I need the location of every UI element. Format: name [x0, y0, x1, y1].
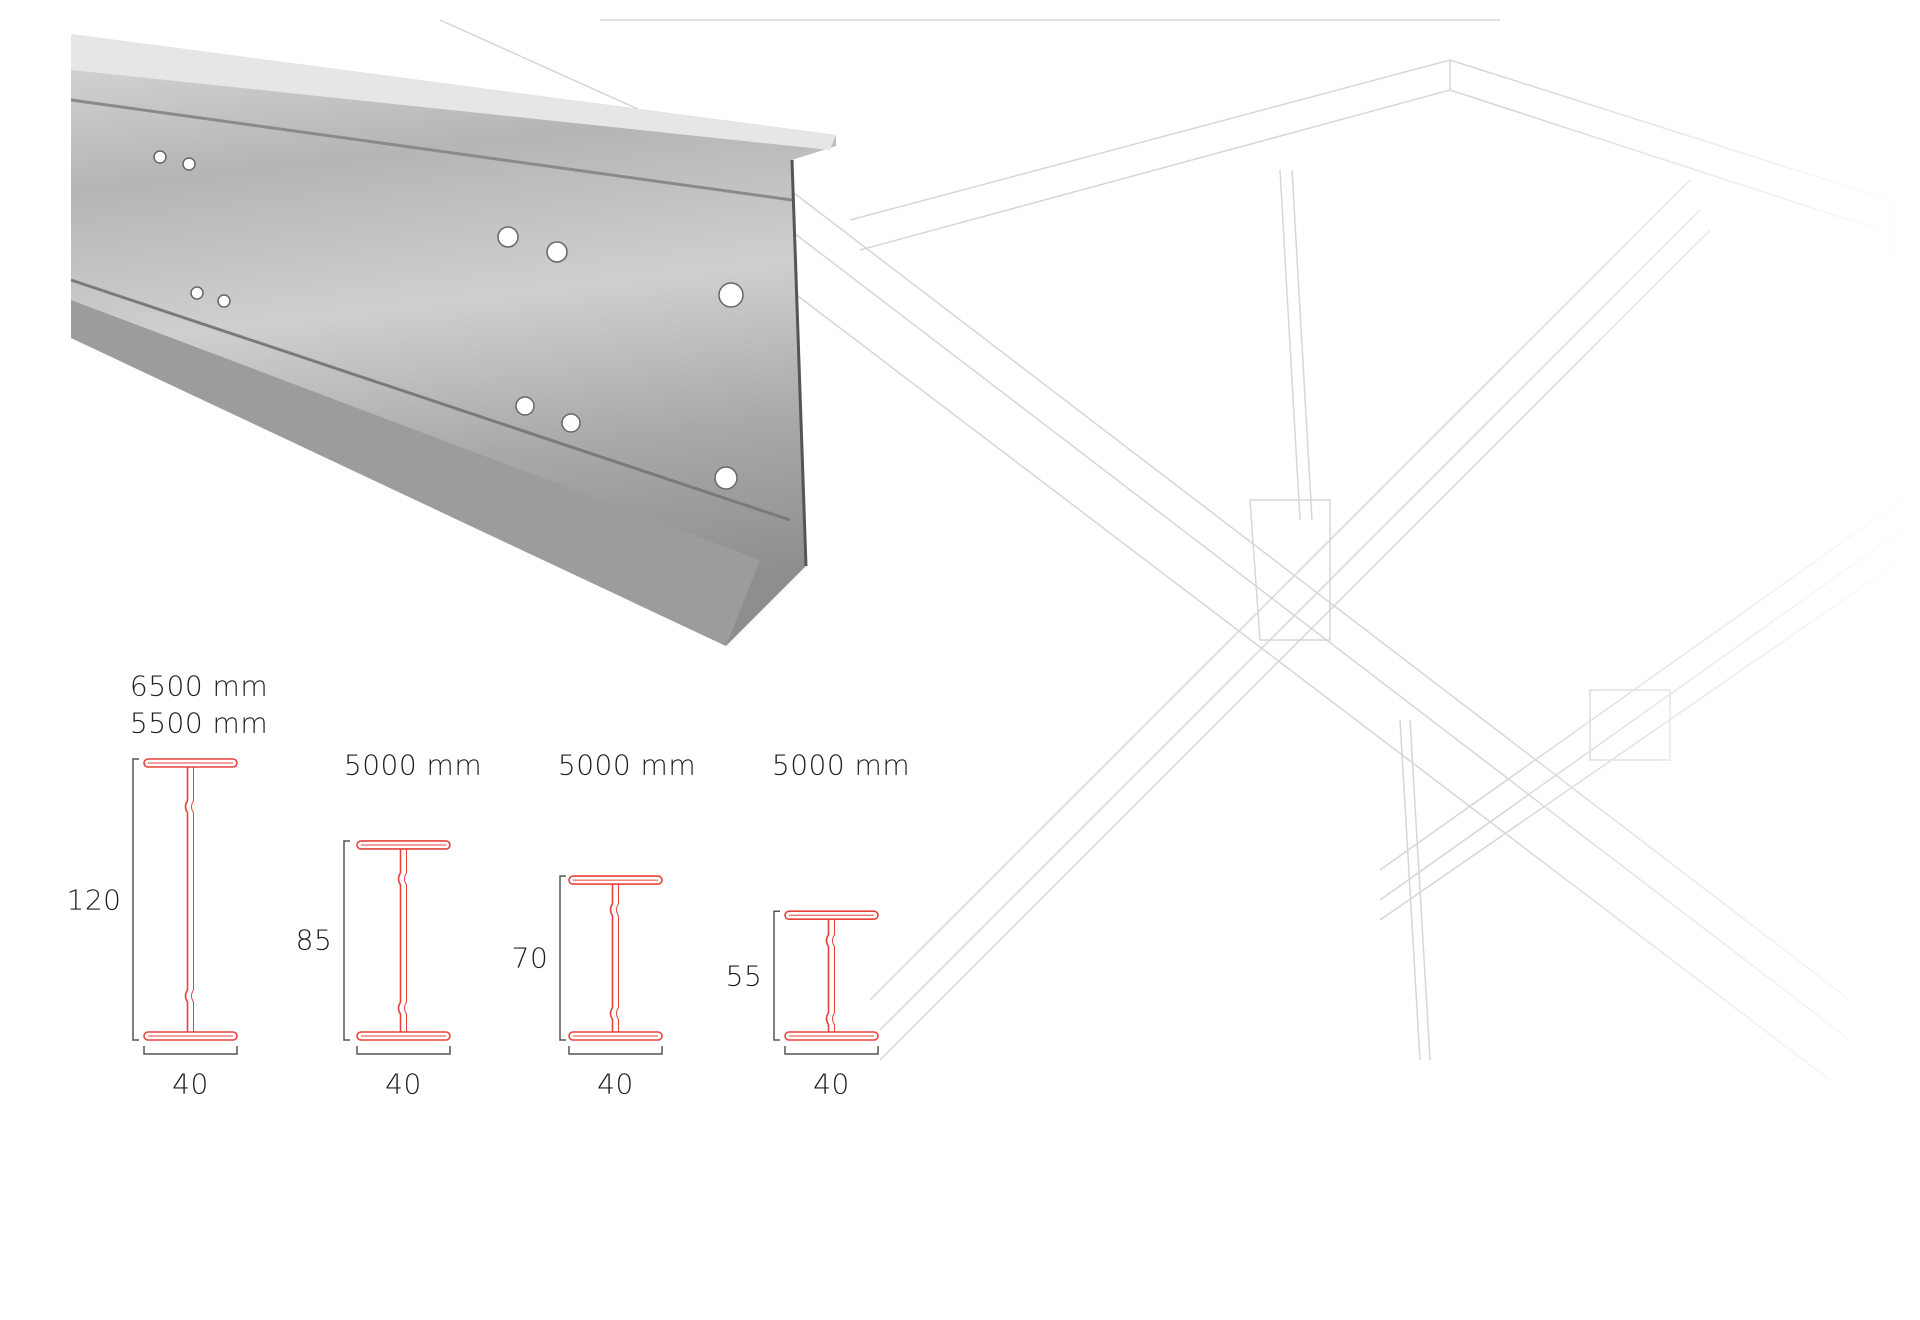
- web: [609, 884, 614, 1032]
- top-flange: [356, 840, 451, 850]
- height-dimension-line: [132, 758, 139, 1041]
- web-inner-line: [191, 767, 194, 1032]
- length-label: 5500 mm: [129, 706, 269, 740]
- length-label: 6500 mm: [129, 669, 269, 703]
- width-dimension-line: [356, 1046, 451, 1055]
- width-dimension-line: [784, 1046, 879, 1055]
- height-label: 70: [511, 941, 549, 975]
- bottom-flange: [356, 1031, 451, 1041]
- top-flange: [143, 758, 238, 768]
- width-label: 40: [172, 1067, 209, 1101]
- height-label: 55: [725, 959, 763, 993]
- top-flange: [568, 875, 663, 885]
- width-label: 40: [813, 1067, 850, 1101]
- steel-profile-photo: [70, 34, 836, 646]
- top-flange: [784, 910, 879, 921]
- height-label: 85: [295, 923, 333, 957]
- web: [184, 767, 189, 1032]
- bottom-flange: [784, 1031, 879, 1041]
- length-label: 5000 mm: [771, 748, 911, 782]
- height-dimension-line: [343, 840, 350, 1041]
- web-inner-line: [832, 919, 835, 1032]
- bottom-flange: [568, 1031, 663, 1041]
- width-dimension-line: [568, 1046, 663, 1055]
- width-dimension-line: [143, 1046, 238, 1055]
- bottom-flange: [143, 1031, 238, 1041]
- length-label: 5000 mm: [343, 748, 483, 782]
- web-inner-line: [616, 884, 619, 1032]
- height-dimension-line: [773, 910, 780, 1041]
- web: [825, 919, 830, 1032]
- length-label: 5000 mm: [557, 748, 697, 782]
- height-dimension-line: [559, 875, 566, 1041]
- web-inner-line: [404, 848, 407, 1032]
- web: [397, 848, 402, 1032]
- height-label: 120: [66, 883, 122, 916]
- width-label: 40: [597, 1067, 634, 1101]
- width-label: 40: [385, 1067, 422, 1101]
